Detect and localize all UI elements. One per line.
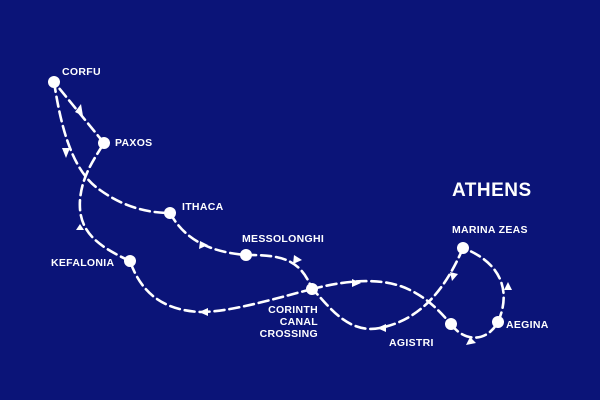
stop-label-line: CORINTH xyxy=(268,304,318,316)
route-segment-kefalonia-paxos xyxy=(78,141,132,263)
stop-dot-ithaca[interactable] xyxy=(164,207,176,219)
stop-label-kefalonia: KEFALONIA xyxy=(51,257,115,269)
stop-label-aegina: AEGINA xyxy=(506,319,549,331)
stop-label-corfu: CORFU xyxy=(62,66,101,78)
stop-label-agistri: AGISTRI xyxy=(389,337,434,349)
arrow-icon xyxy=(377,324,386,332)
stop-dot-agistri[interactable] xyxy=(445,318,457,330)
stop-dot-corinth[interactable] xyxy=(306,283,318,295)
stop-label-marina-zeas: MARINA ZEAS xyxy=(452,224,528,236)
stop-label-line: CROSSING xyxy=(259,328,318,340)
arrow-icon xyxy=(62,148,70,158)
arrow-icon xyxy=(199,241,208,249)
arrow-icon xyxy=(293,255,302,264)
route-segment-agistri-aegina xyxy=(449,320,500,339)
arrow-icon xyxy=(504,282,512,290)
arrow-icon xyxy=(199,308,208,316)
stop-label-ithaca: ITHACA xyxy=(182,201,224,213)
stop-dot-messolonghi[interactable] xyxy=(240,249,252,261)
arrow-icon xyxy=(76,224,84,230)
stop-dot-paxos[interactable] xyxy=(98,137,110,149)
stop-dot-kefalonia[interactable] xyxy=(124,255,136,267)
route-segment-aegina-marinazeas xyxy=(461,246,505,324)
stop-label-corinth-canal-crossing: CORINTH CANAL CROSSING xyxy=(252,304,318,340)
route-segment-corfu-ithaca xyxy=(52,80,172,215)
route-segment-marinazeas-corinth xyxy=(310,246,465,331)
arrow-icon xyxy=(352,279,361,287)
stop-dot-marina-zeas[interactable] xyxy=(457,242,469,254)
route-segment-ithaca-messolonghi xyxy=(168,211,248,257)
region-label-athens: ATHENS xyxy=(452,180,532,201)
stop-label-line: CANAL xyxy=(279,316,318,328)
arrow-icon xyxy=(450,272,458,281)
stop-label-paxos: PAXOS xyxy=(115,137,153,149)
arrow-icon xyxy=(466,337,476,345)
stop-dot-aegina[interactable] xyxy=(492,316,504,328)
arrow-icon xyxy=(75,104,83,116)
stop-label-messolonghi: MESSOLONGHI xyxy=(242,233,325,245)
route-segment-corinth-agistri xyxy=(310,279,453,326)
route-segment-messolonghi-corinth xyxy=(244,253,314,291)
stop-dot-corfu[interactable] xyxy=(48,76,60,88)
